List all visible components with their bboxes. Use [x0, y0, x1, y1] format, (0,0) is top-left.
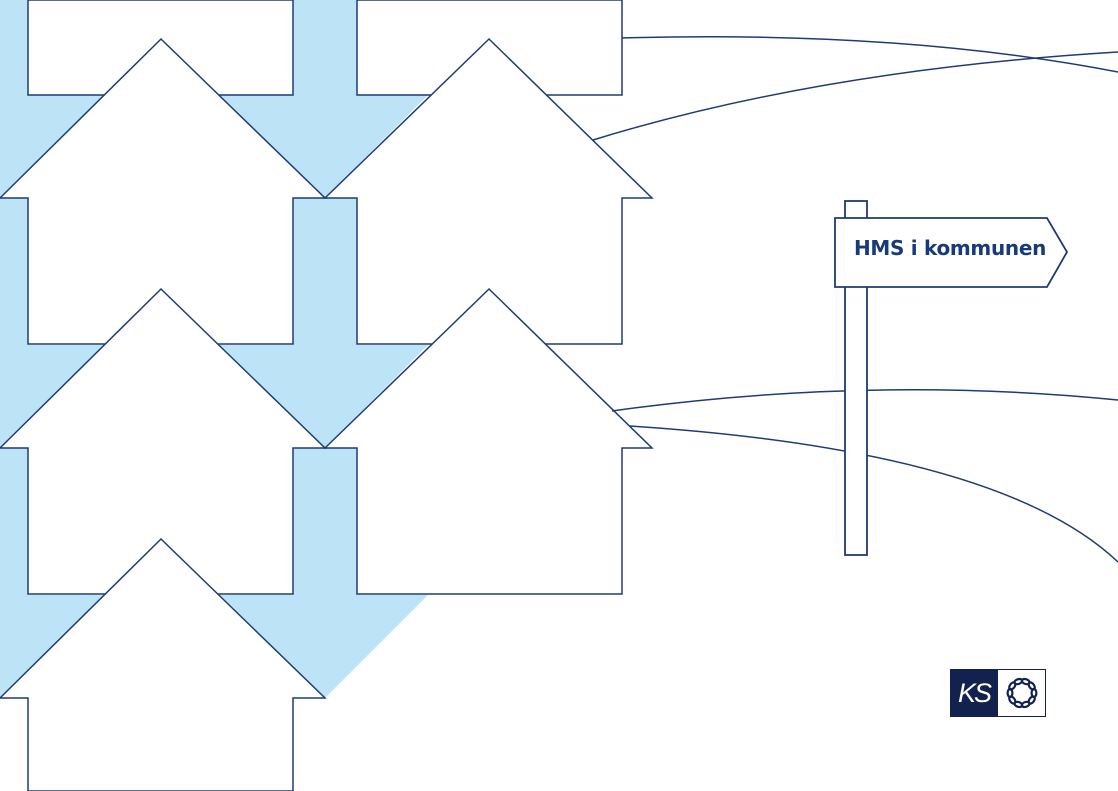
- chain-ring-icon: [998, 669, 1046, 717]
- signpost-icon: [834, 200, 1069, 556]
- house-arrow-icon: [0, 287, 327, 595]
- house-arrow-icon: [323, 287, 654, 595]
- house-arrow-icon: [0, 537, 327, 791]
- blue-column: [293, 0, 357, 595]
- house-arrows: [0, 0, 654, 791]
- cover-title: HMS i kommunen: [853, 236, 1047, 260]
- ks-logo: KS: [950, 669, 1046, 717]
- house-arrow-icon: [323, 37, 654, 345]
- ks-logo-text: KS: [950, 669, 998, 717]
- house-arrow-icon: [0, 37, 327, 345]
- road-curves: [592, 35, 1118, 563]
